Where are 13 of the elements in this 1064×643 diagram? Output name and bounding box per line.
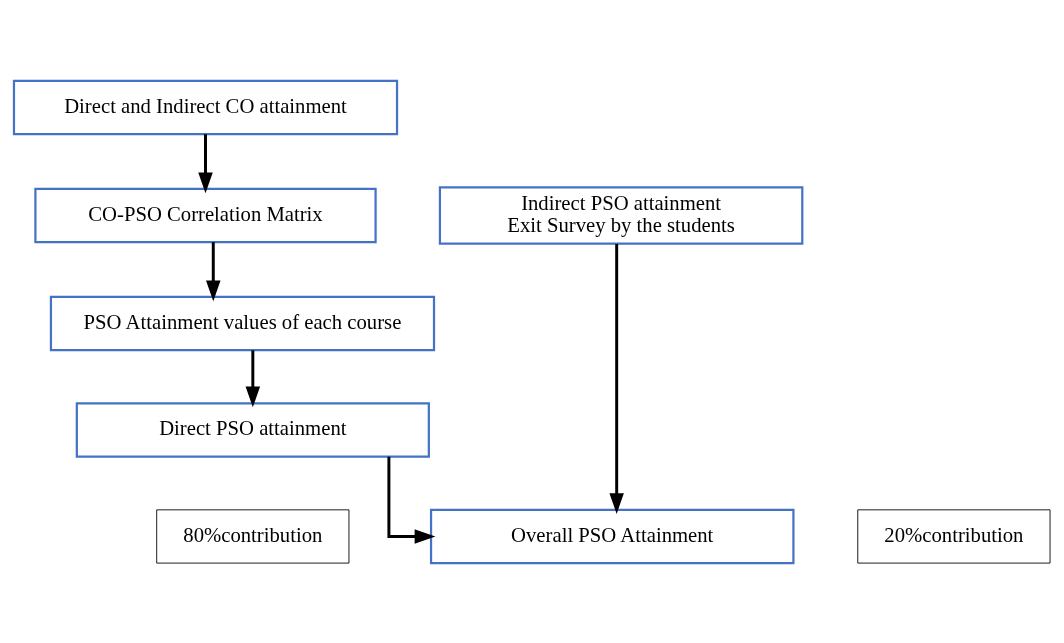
node-box: Overall PSO Attainment [429, 508, 795, 564]
arrow [245, 349, 261, 407]
node-box: 80%contribution [156, 508, 350, 564]
arrow [609, 243, 624, 514]
node-box: CO-PSO Correlation Matrix [34, 187, 377, 243]
node-box: Direct and Indirect CO attainment [12, 79, 399, 135]
arrow [206, 241, 221, 301]
node-box: 20%contribution [857, 508, 1051, 564]
arrow [198, 133, 213, 193]
arrow [387, 456, 436, 544]
node-box: Direct PSO attainment [75, 401, 430, 458]
node-box: Indirect PSO attainment Exit Survey by the students [438, 185, 804, 245]
node-box: PSO Attainment values of each course [49, 295, 436, 351]
